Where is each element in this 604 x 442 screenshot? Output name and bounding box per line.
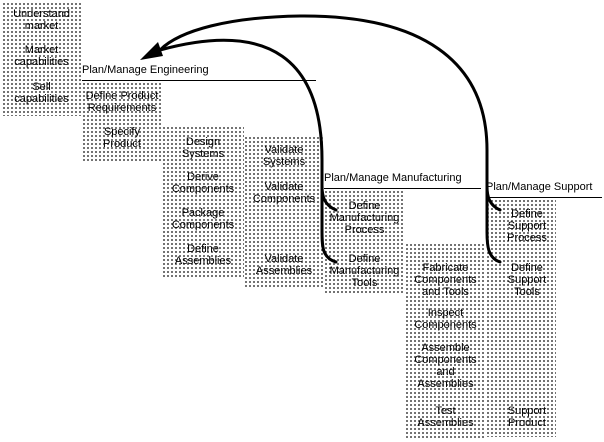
design-systems-label: Design Systems (181, 136, 225, 160)
engineering-col3-box (244, 136, 324, 287)
define-support-tools-label: Define Support Tools (507, 262, 547, 298)
support-feedback-arc (158, 14, 502, 264)
manufacturing-title: Plan/Manage Manufacturing (324, 172, 462, 184)
fabricate-components-label: Fabricate Components and Tools (414, 262, 477, 298)
define-manufacturing-process-label: Define Manufacturing Process (329, 200, 400, 236)
market-box (2, 2, 81, 116)
engineering-title: Plan/Manage Engineering (82, 64, 209, 76)
sell-capabilities-label: Sell capabilities (14, 81, 69, 105)
package-components-label: Package Components (171, 207, 235, 231)
support-title: Plan/Manage Support (486, 181, 593, 193)
support-branch (485, 184, 502, 212)
define-product-requirements-label: Define Product Requirements (85, 90, 159, 114)
support-divider (486, 197, 602, 198)
validate-assemblies-label: Validate Assemblies (255, 253, 313, 277)
validate-systems-label: Validate Systems (262, 144, 306, 168)
understand-market-label: Understand market (13, 8, 70, 32)
derive-components-label: Derive Components (171, 171, 235, 195)
engineering-col1-box (82, 82, 162, 162)
define-support-process-label: Define Support Process (507, 208, 547, 244)
manufacturing-divider (324, 188, 481, 189)
manufacturing-col2-box (405, 243, 486, 439)
market-capabilities-label: Market capabilities (14, 44, 69, 68)
engineering-col2-box (162, 126, 244, 279)
validate-components-label: Validate Components (252, 181, 316, 205)
manufacturing-col1-box (324, 190, 405, 295)
define-assemblies-label: Define Assemblies (174, 243, 232, 267)
test-assemblies-label: Test Assemblies (417, 405, 474, 429)
arrowhead-icon (140, 42, 163, 60)
assemble-components-label: Assemble Components and Assemblies (414, 342, 477, 390)
specify-product-label: Specify Product (103, 126, 141, 150)
inspect-components-label: Inspect Components (414, 307, 477, 331)
support-product-label: Support Product (507, 405, 547, 429)
manufacturing-feedback-arc (158, 38, 338, 264)
define-manufacturing-tools-label: Define Manufacturing Tools (329, 253, 400, 289)
manufacturing-branch (320, 184, 338, 212)
engineering-divider (82, 80, 316, 81)
support-col-box (486, 199, 556, 437)
